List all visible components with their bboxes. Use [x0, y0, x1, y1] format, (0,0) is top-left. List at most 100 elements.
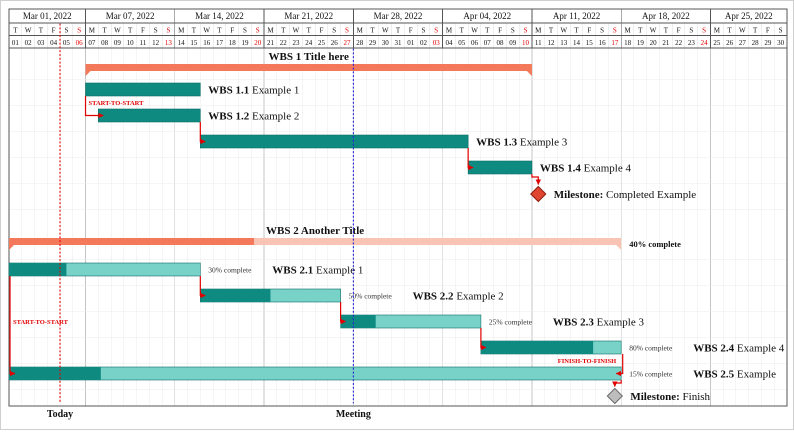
week-title: Mar 28, 2022 [374, 11, 423, 21]
task-progress-t22 [200, 289, 271, 302]
day-number: 13 [560, 39, 568, 47]
week-title: Apr 18, 2022 [642, 11, 690, 21]
day-letter: S [524, 27, 528, 35]
day-number: 22 [675, 39, 683, 47]
day-letter: F [52, 27, 56, 35]
day-number: 21 [662, 39, 670, 47]
week-title: Mar 01, 2022 [23, 11, 72, 21]
link-t24-t25 [615, 354, 624, 377]
day-letter: T [396, 27, 401, 35]
day-letter: F [498, 27, 502, 35]
task-label-t25: WBS 2.5 Example [693, 369, 776, 381]
day-letter: F [587, 27, 591, 35]
task-label-t21: WBS 2.1 Example 1 [272, 265, 363, 277]
day-number: 11 [140, 39, 147, 47]
day-number: 27 [739, 39, 747, 47]
day-letter: M [178, 27, 185, 35]
link-t14-ms1 [531, 174, 541, 185]
day-letter: M [357, 27, 364, 35]
day-number: 19 [241, 39, 249, 47]
day-number: 10 [127, 39, 135, 47]
day-number: 04 [446, 39, 454, 47]
progress-label-t22: 50% complete [349, 292, 393, 301]
day-number: 23 [688, 39, 696, 47]
task-label-t23: WBS 2.3 Example 3 [553, 317, 645, 329]
day-number: 04 [50, 39, 58, 47]
day-letter: W [739, 27, 746, 35]
day-number: 03 [37, 39, 45, 47]
day-letter: W [203, 27, 210, 35]
day-number: 14 [573, 39, 581, 47]
day-number: 14 [178, 39, 186, 47]
day-letter: W [25, 27, 32, 35]
day-number: 03 [433, 39, 441, 47]
day-letter: S [332, 27, 336, 35]
progress-label-t25: 15% complete [629, 370, 673, 379]
task-bar-t12 [97, 108, 201, 123]
day-number: 29 [764, 39, 772, 47]
day-number: 16 [203, 39, 211, 47]
day-number: 24 [701, 39, 709, 47]
meeting-label: Meeting [336, 409, 371, 420]
day-letter: M [624, 27, 631, 35]
week-title: Apr 04, 2022 [463, 11, 511, 21]
day-letter: M [446, 27, 453, 35]
week-title: Mar 21, 2022 [284, 11, 333, 21]
task-progress-t23 [340, 315, 376, 328]
task-label-t14: WBS 1.4 Example 4 [540, 163, 632, 175]
day-letter: T [39, 27, 44, 35]
day-number: 28 [356, 39, 364, 47]
day-number: 12 [152, 39, 160, 47]
day-number: 30 [382, 39, 390, 47]
day-letter: W [560, 27, 567, 35]
day-number: 17 [611, 39, 619, 47]
milestone-label-ms2: Milestone: Finish [630, 391, 710, 403]
day-number: 29 [369, 39, 377, 47]
day-letter: S [511, 27, 515, 35]
day-number: 06 [76, 39, 84, 47]
day-letter: T [307, 27, 312, 35]
week-title: Mar 14, 2022 [195, 11, 244, 21]
day-letter: W [293, 27, 300, 35]
day-number: 25 [713, 39, 721, 47]
link-label: START-TO-START [13, 319, 69, 326]
day-number: 27 [343, 39, 351, 47]
day-number: 05 [458, 39, 466, 47]
group-bar-g2 [9, 238, 622, 250]
day-number: 15 [586, 39, 594, 47]
day-number: 16 [599, 39, 607, 47]
dependency-links: START-TO-STARTFINISH-TO-FINISHSTART-TO-S… [9, 96, 624, 387]
milestone-label-ms1: Milestone: Completed Example [554, 189, 696, 201]
day-letter: T [485, 27, 490, 35]
day-letter: S [243, 27, 247, 35]
link-t21-t22 [199, 276, 206, 299]
day-number: 21 [267, 39, 275, 47]
group-progress-label-g2: 40% complete [629, 239, 681, 249]
day-letter: T [574, 27, 579, 35]
day-letter: S [422, 27, 426, 35]
day-number: 01 [12, 39, 20, 47]
day-number: 06 [471, 39, 479, 47]
day-letter: F [677, 27, 681, 35]
day-number: 02 [25, 39, 33, 47]
day-number: 22 [280, 39, 288, 47]
day-letter: F [230, 27, 234, 35]
day-letter: M [714, 27, 721, 35]
link-t23-t24 [480, 328, 487, 351]
day-number: 19 [637, 39, 645, 47]
task-progress-t21 [9, 263, 67, 276]
day-letter: S [64, 27, 68, 35]
day-letter: S [702, 27, 706, 35]
day-letter: S [689, 27, 693, 35]
day-number: 08 [101, 39, 109, 47]
day-number: 10 [522, 39, 530, 47]
day-number: 24 [305, 39, 313, 47]
link-t11-t12 [84, 96, 104, 119]
day-number: 12 [548, 39, 556, 47]
day-number: 31 [395, 39, 403, 47]
day-number: 20 [650, 39, 658, 47]
day-number: 09 [114, 39, 122, 47]
